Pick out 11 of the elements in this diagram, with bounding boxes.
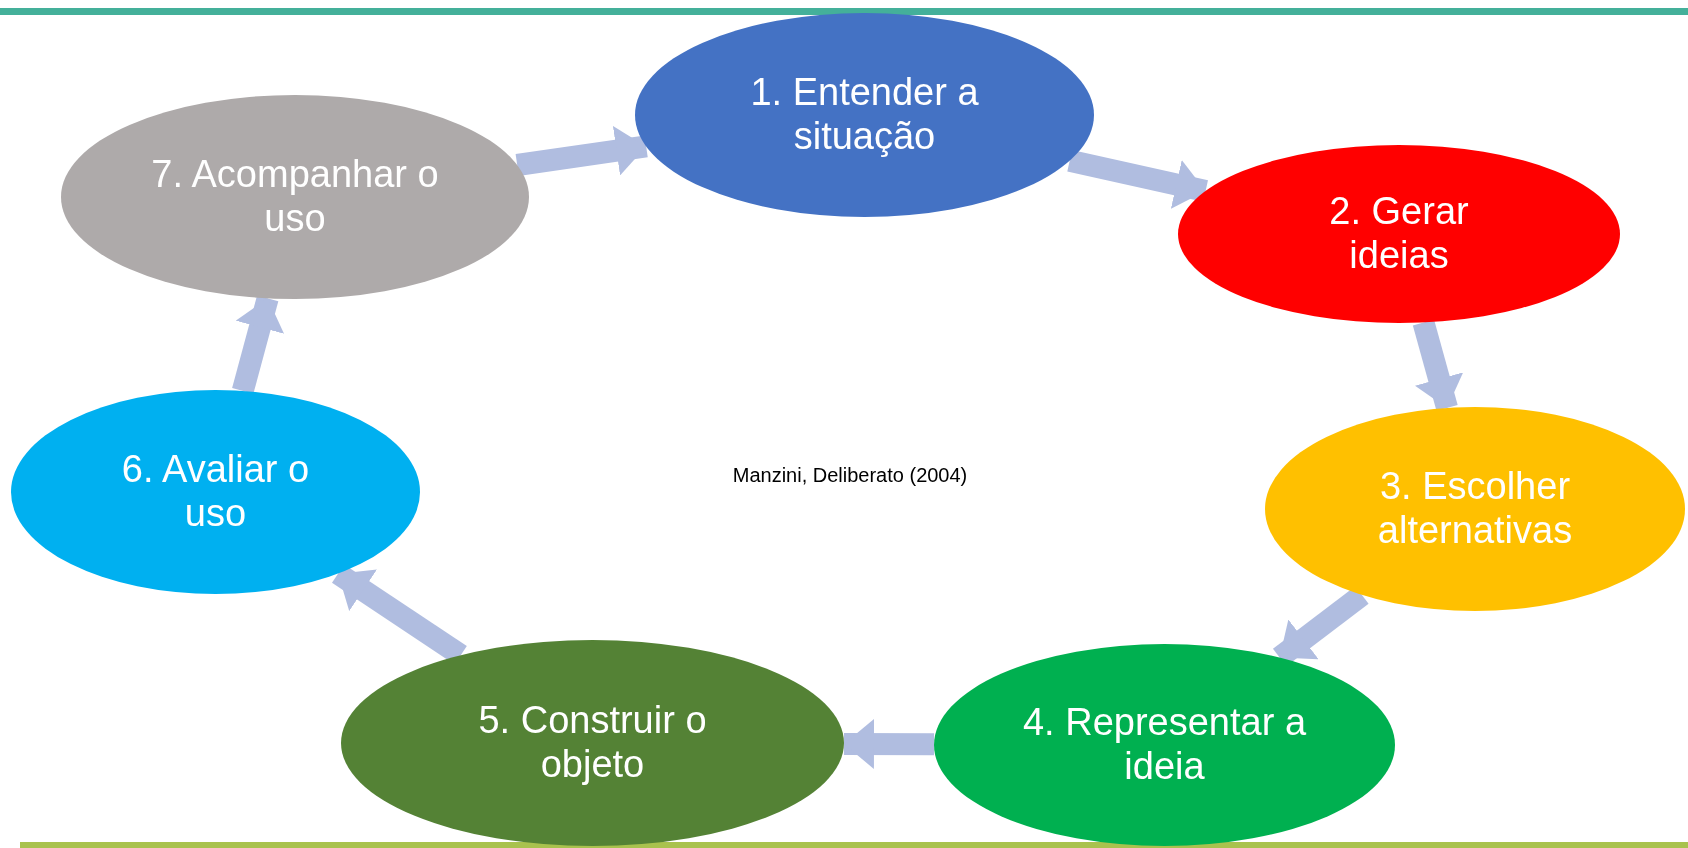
step-label: 7. Acompanhar o uso (150, 153, 440, 241)
block-arrow (843, 719, 935, 769)
step-label: 6. Avaliar o uso (120, 448, 311, 536)
step-label: 5. Construir o objeto (477, 699, 708, 787)
citation: Manzini, Deliberato (2004) (731, 464, 969, 487)
block-arrow (1067, 149, 1208, 209)
step-label: 3. Escolher alternativas (1376, 465, 1574, 553)
block-arrow (515, 125, 648, 176)
step-label: 1. Entender a situação (749, 71, 980, 159)
step-label: 4. Representar a ideia (1021, 701, 1308, 789)
step-label: 2. Gerar ideias (1328, 190, 1470, 278)
